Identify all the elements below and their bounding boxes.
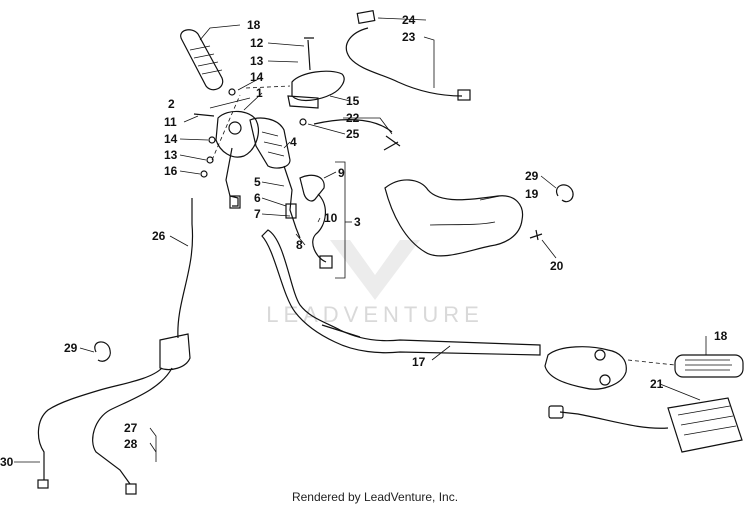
callout-29-left: 29 — [64, 341, 78, 355]
callout-4: 4 — [290, 135, 297, 149]
callout-12: 12 — [250, 36, 264, 50]
washer-14-top — [228, 88, 236, 96]
callout-1: 1 — [256, 86, 263, 100]
callout-13-left: 13 — [164, 148, 178, 162]
handlebar-part — [261, 229, 541, 356]
hand-warmer-pad-part — [548, 397, 743, 453]
handlebar-grip-lines — [321, 324, 361, 338]
pad-screw-part — [529, 229, 543, 241]
callout-16: 16 — [164, 164, 178, 178]
washer-14-left — [208, 136, 216, 144]
nut-13-left — [206, 156, 214, 164]
callout-2: 2 — [168, 97, 175, 111]
watermark: LEADVENTURE — [266, 240, 484, 327]
footer-credit: Rendered by LeadVenture, Inc. — [291, 490, 459, 504]
callout-17: 17 — [412, 355, 426, 369]
callout-10: 10 — [324, 211, 338, 225]
callout-21: 21 — [650, 377, 664, 391]
cable-branch-left — [37, 367, 163, 480]
brake-lever-part — [291, 70, 345, 102]
connector-center — [285, 203, 297, 219]
right-grip-part — [674, 354, 744, 378]
callout-15: 15 — [346, 94, 360, 108]
throttle-cable-upper — [177, 198, 194, 339]
control-housing-part — [215, 110, 259, 158]
screw-11 — [193, 113, 215, 117]
cable-splitter-part — [159, 333, 191, 371]
callout-28: 28 — [124, 437, 138, 451]
pad-clip-part — [556, 184, 574, 203]
callout-11: 11 — [164, 115, 177, 129]
connector-10 — [319, 255, 333, 269]
callout-29-right: 29 — [525, 169, 539, 183]
callouts: 18 12 13 14 1 2 11 14 13 16 24 23 15 22 … — [0, 13, 728, 469]
callout-3: 3 — [354, 215, 361, 229]
harness-center — [283, 165, 301, 239]
thumb-warmer-cable — [345, 27, 463, 97]
watermark-text: LEADVENTURE — [266, 302, 484, 327]
brake-perch-part — [287, 95, 319, 109]
callout-6: 6 — [254, 191, 261, 205]
harness-left — [225, 147, 239, 207]
callout-13-top: 13 — [250, 54, 264, 68]
callout-7: 7 — [254, 207, 261, 221]
cable-end-28 — [125, 483, 137, 495]
callout-23: 23 — [402, 30, 416, 44]
callout-14-left: 14 — [164, 132, 178, 146]
bolt-12 — [304, 37, 314, 71]
handlebar-pad-part — [384, 179, 524, 257]
callout-9: 9 — [338, 166, 345, 180]
callout-18-right: 18 — [714, 329, 728, 343]
throttle-housing-part — [544, 346, 627, 390]
leader-lines — [14, 17, 707, 463]
switch-9-part — [299, 174, 325, 202]
left-grip-part — [180, 29, 224, 91]
thumb-warmer-part — [356, 9, 376, 25]
callout-5: 5 — [254, 175, 261, 189]
harness-10 — [312, 193, 327, 263]
cable-branch-right — [92, 367, 173, 485]
lanyard-part — [313, 119, 401, 151]
cable-end-30 — [37, 479, 49, 489]
connector-left — [229, 195, 241, 209]
nut-25 — [299, 118, 307, 126]
callout-26: 26 — [152, 229, 166, 243]
callout-30: 30 — [0, 455, 14, 469]
spring-16 — [200, 170, 208, 178]
callout-19: 19 — [525, 187, 539, 201]
callout-20: 20 — [550, 259, 564, 273]
callout-22: 22 — [346, 111, 360, 125]
callout-14-top: 14 — [250, 70, 264, 84]
callout-25: 25 — [346, 127, 360, 141]
callout-8: 8 — [296, 238, 303, 252]
callout-27: 27 — [124, 421, 138, 435]
cable-clip-part — [94, 341, 111, 362]
callout-24: 24 — [402, 13, 416, 27]
thumb-warmer-connector — [457, 89, 471, 101]
switch-housing-part — [249, 117, 291, 169]
part-drawings — [37, 9, 744, 495]
watermark-logo — [330, 240, 420, 300]
callout-18-top: 18 — [247, 18, 261, 32]
